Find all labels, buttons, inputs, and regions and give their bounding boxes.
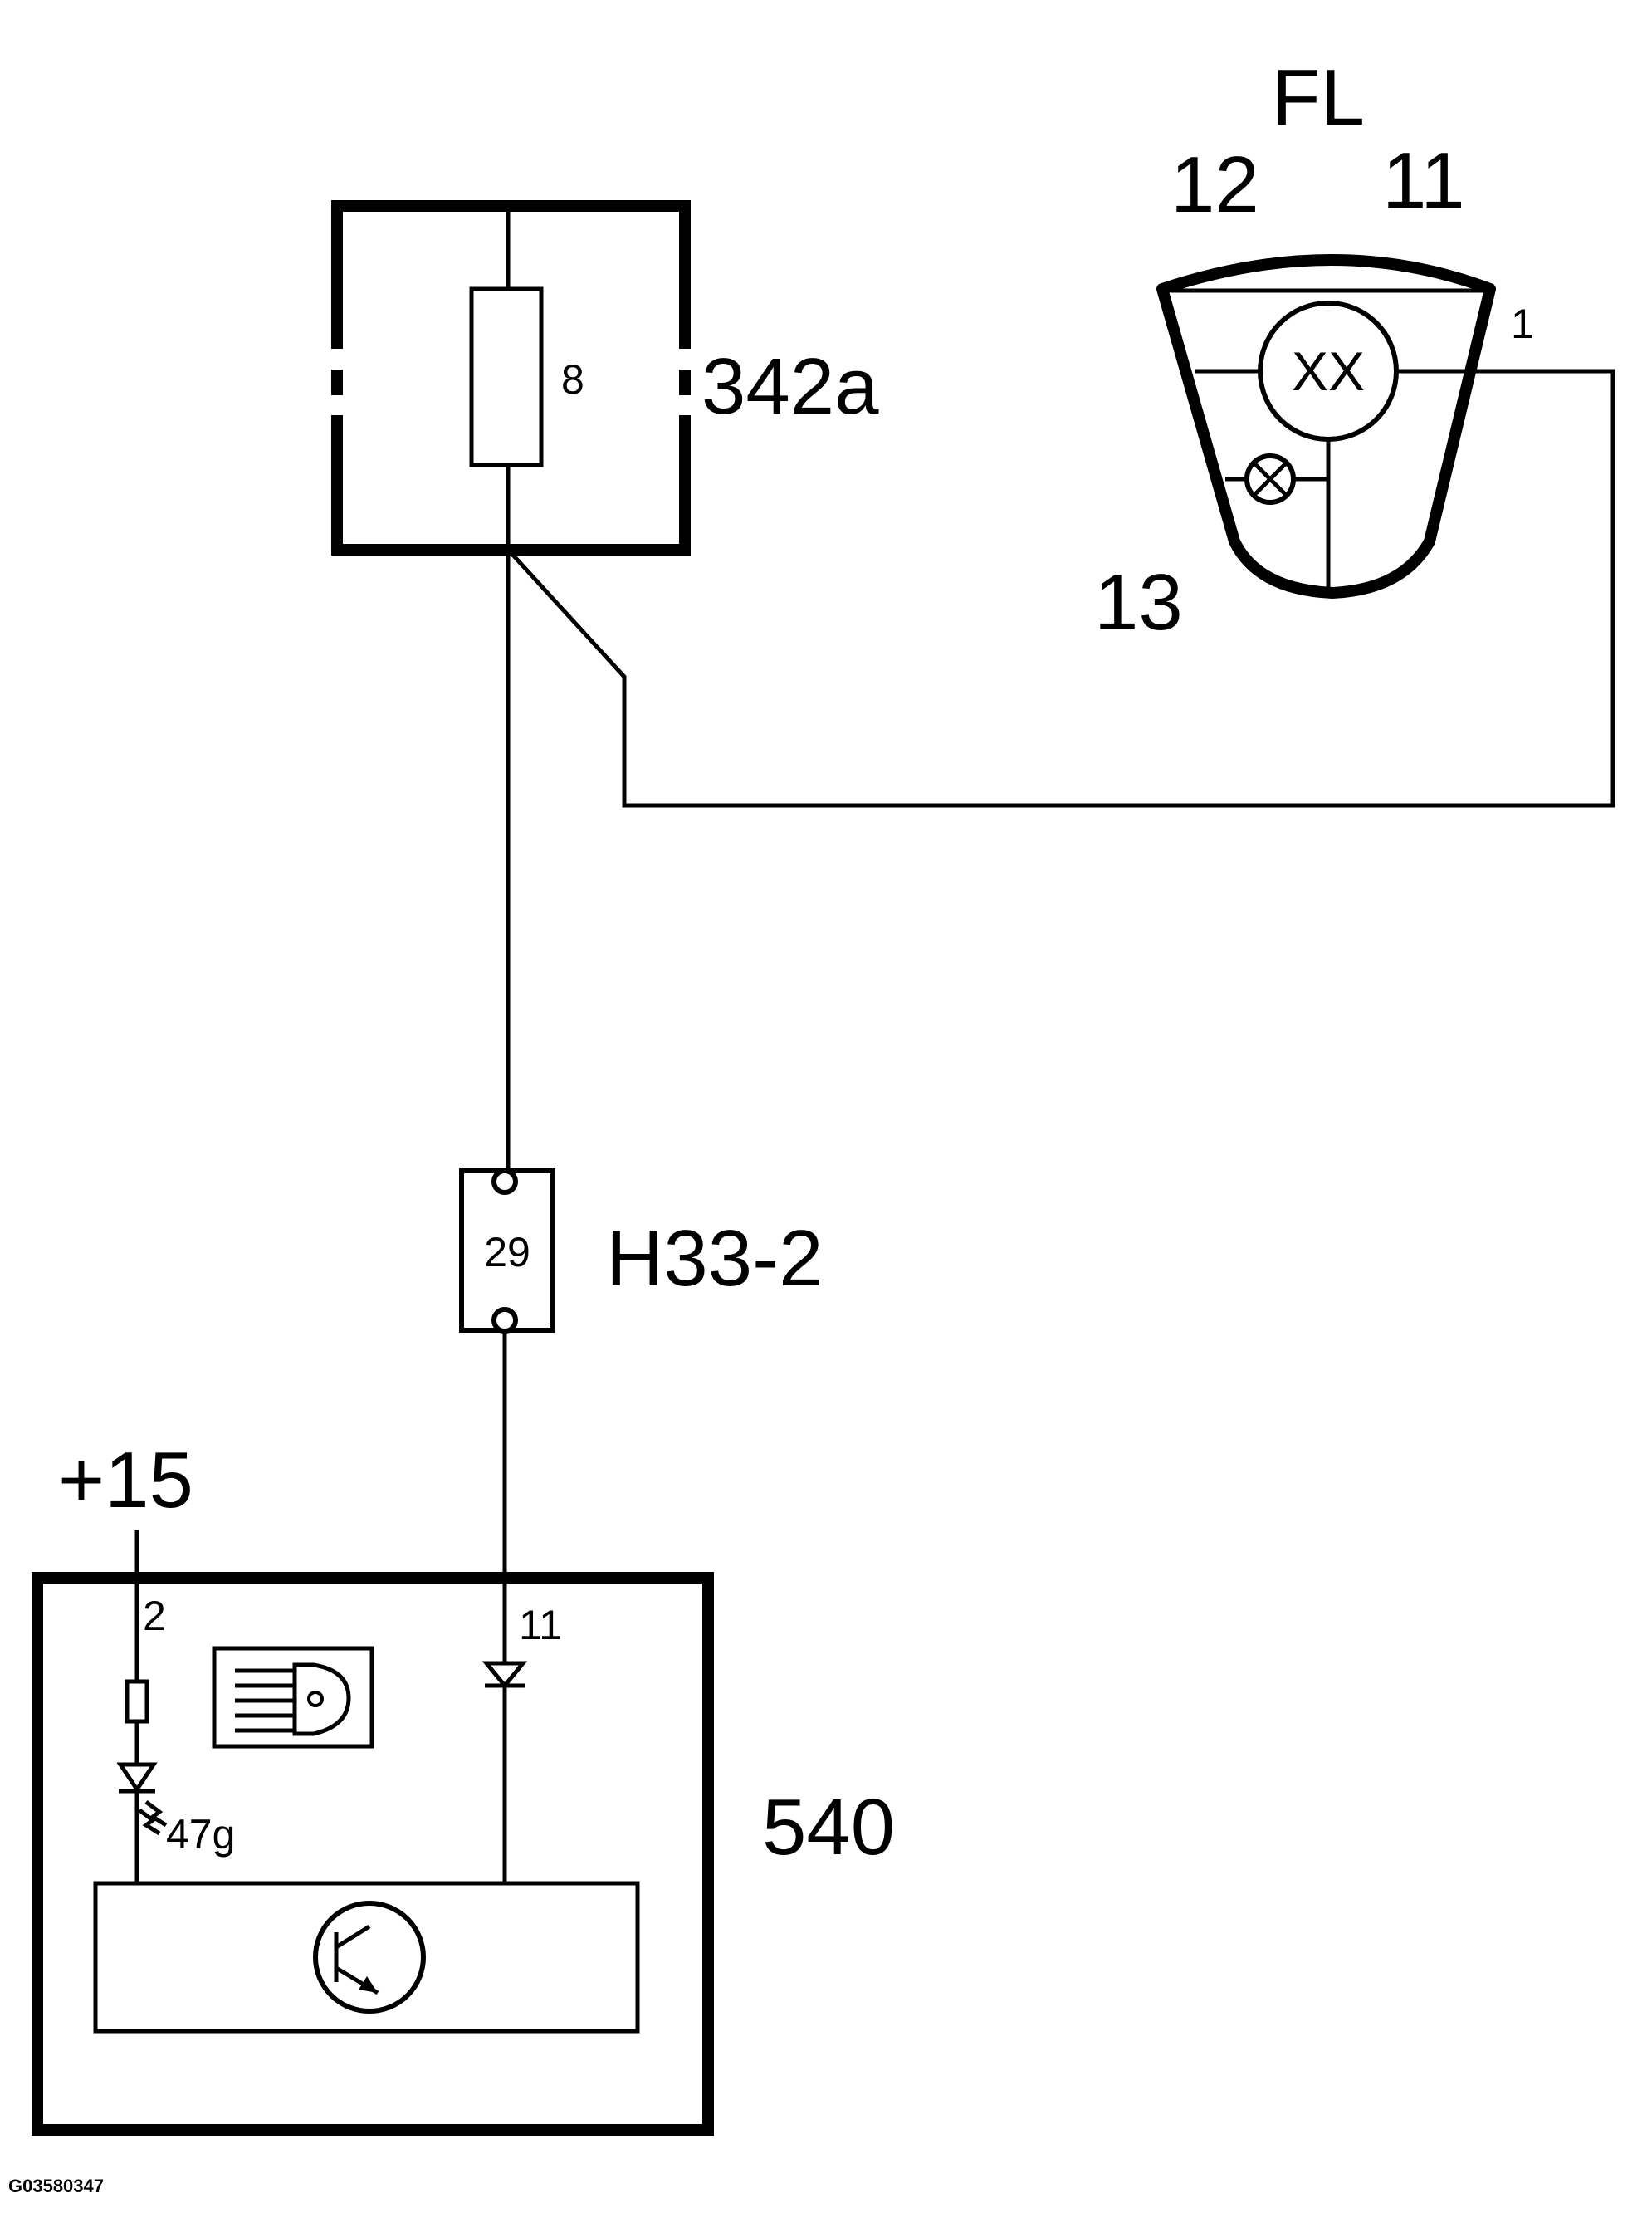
- pin-12-label: 12: [1171, 140, 1259, 229]
- headlamp-fl-label: FL: [1272, 53, 1365, 142]
- connector-h33-2: [459, 1168, 555, 1334]
- headlamp-fl: [1156, 254, 1496, 599]
- diode-icon: [481, 1661, 528, 1689]
- fuse-box-label: 342a: [701, 342, 879, 431]
- fuse-box-342a: [331, 200, 691, 556]
- supply-label: +15: [58, 1436, 193, 1525]
- pin-11-label: 11: [1382, 136, 1465, 225]
- fuse-number-label: 8: [561, 356, 584, 403]
- module-pin-11-label: 11: [519, 1602, 562, 1648]
- module-540-frame: [32, 1572, 714, 2136]
- headlamp-symbol-icon: [212, 1646, 374, 1749]
- module-label: 540: [762, 1783, 895, 1872]
- pin-13-label: 13: [1094, 558, 1183, 647]
- connector-pin-label: 29: [484, 1229, 530, 1275]
- headlamp-feed-wire: [506, 369, 1615, 808]
- side-light-bulb-icon: [1244, 453, 1296, 505]
- bulb-xx-label: XX: [1292, 340, 1365, 402]
- module-pin-2-label: 2: [143, 1593, 166, 1639]
- transistor-icon: [313, 1901, 426, 2014]
- figure-id-label: G03580347: [8, 2176, 104, 2196]
- led-47g-icon: [116, 1762, 168, 1836]
- connector-label: H33-2: [606, 1214, 823, 1303]
- module-fuse-icon: [125, 1679, 149, 1724]
- pin-1-label: 1: [1511, 301, 1534, 347]
- fuse-element: [469, 286, 544, 467]
- led-ref-label: 47g: [166, 1811, 235, 1858]
